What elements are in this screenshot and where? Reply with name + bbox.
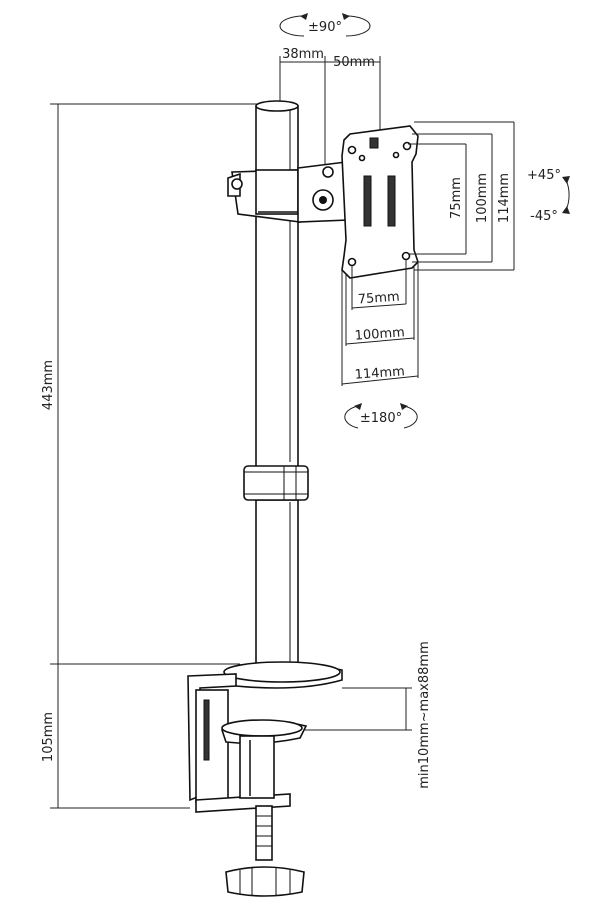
vesa-h-114-label: 114mm — [354, 364, 405, 382]
vesa-v-75-label: 75mm — [449, 177, 464, 219]
height-collar — [243, 465, 309, 501]
pole-height-dimension: 443mm — [41, 103, 262, 665]
vesa-plate — [341, 125, 419, 279]
vesa-horizontal-dimensions: 75mm 100mm 114mm — [341, 260, 419, 386]
pole — [243, 100, 309, 671]
rotation-180-indicator: ±180° — [344, 403, 418, 429]
tilt-arc-icon — [565, 179, 570, 211]
arm-clamp — [227, 161, 349, 223]
vesa-h-100-label: 100mm — [354, 325, 405, 343]
clamp-knob-icon — [225, 866, 305, 897]
upper-pole — [255, 105, 299, 469]
vesa-vertical-dimensions: 75mm 100mm 114mm — [408, 121, 515, 271]
offset-38-label: 38mm — [282, 47, 324, 62]
rotation-arc-left-icon — [279, 15, 305, 37]
clamp-screw — [255, 805, 273, 861]
vesa-slot-right — [387, 175, 396, 227]
arrow-right-icon — [342, 13, 350, 20]
offset-dimension: 38mm 50mm — [279, 47, 381, 170]
desk-thickness-label: min10mm~max88mm — [417, 641, 432, 788]
clamp-height-label: 105mm — [41, 712, 56, 762]
tilt-up-label: +45° — [527, 168, 561, 183]
desk-thickness-dimension: min10mm~max88mm — [304, 641, 432, 789]
vesa-v-114-label: 114mm — [497, 173, 512, 223]
rotation-arc-right-icon — [403, 405, 418, 429]
vesa-v-100-label: 100mm — [475, 173, 490, 223]
pole-cap — [255, 100, 299, 112]
tilt-indicator: +45° -45° — [527, 168, 570, 224]
rotation-arc-right-icon — [345, 15, 371, 37]
rotation-arc-left-icon — [344, 405, 359, 429]
clamp-height-dimension: 105mm — [41, 664, 190, 809]
offset-50-label: 50mm — [333, 55, 375, 70]
c-clamp — [187, 673, 308, 897]
rotation-90-indicator: ±90° — [279, 13, 371, 37]
arrow-left-icon — [300, 13, 308, 20]
tilt-down-label: -45° — [530, 209, 558, 224]
rotation-90-label: ±90° — [308, 20, 342, 35]
vesa-h-75-label: 75mm — [357, 290, 400, 308]
desk-base — [220, 661, 343, 689]
vesa-slot-left — [363, 175, 372, 227]
pole-height-label: 443mm — [41, 360, 56, 410]
lower-pole — [255, 499, 299, 671]
rotation-180-label: ±180° — [360, 411, 402, 426]
